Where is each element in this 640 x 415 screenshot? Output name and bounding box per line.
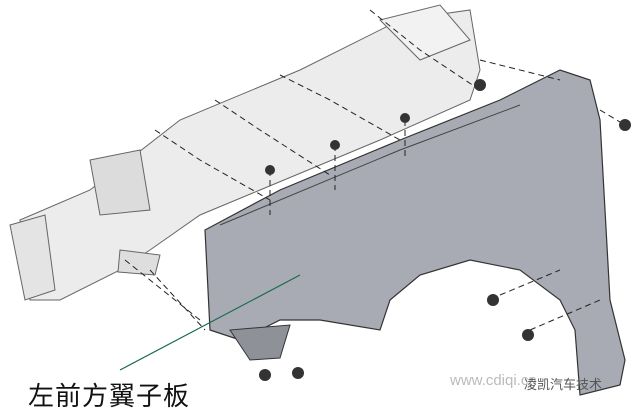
fender-caption: 左前方翼子板 — [28, 382, 191, 412]
fender-panel — [204, 69, 626, 396]
bolts — [259, 79, 631, 381]
watermark-url: www.cdiqi.cn — [450, 372, 537, 389]
body-frame — [9, 4, 481, 301]
watermark-brand: 凌凯汽车技术 — [524, 378, 603, 393]
leader-line — [119, 274, 301, 371]
